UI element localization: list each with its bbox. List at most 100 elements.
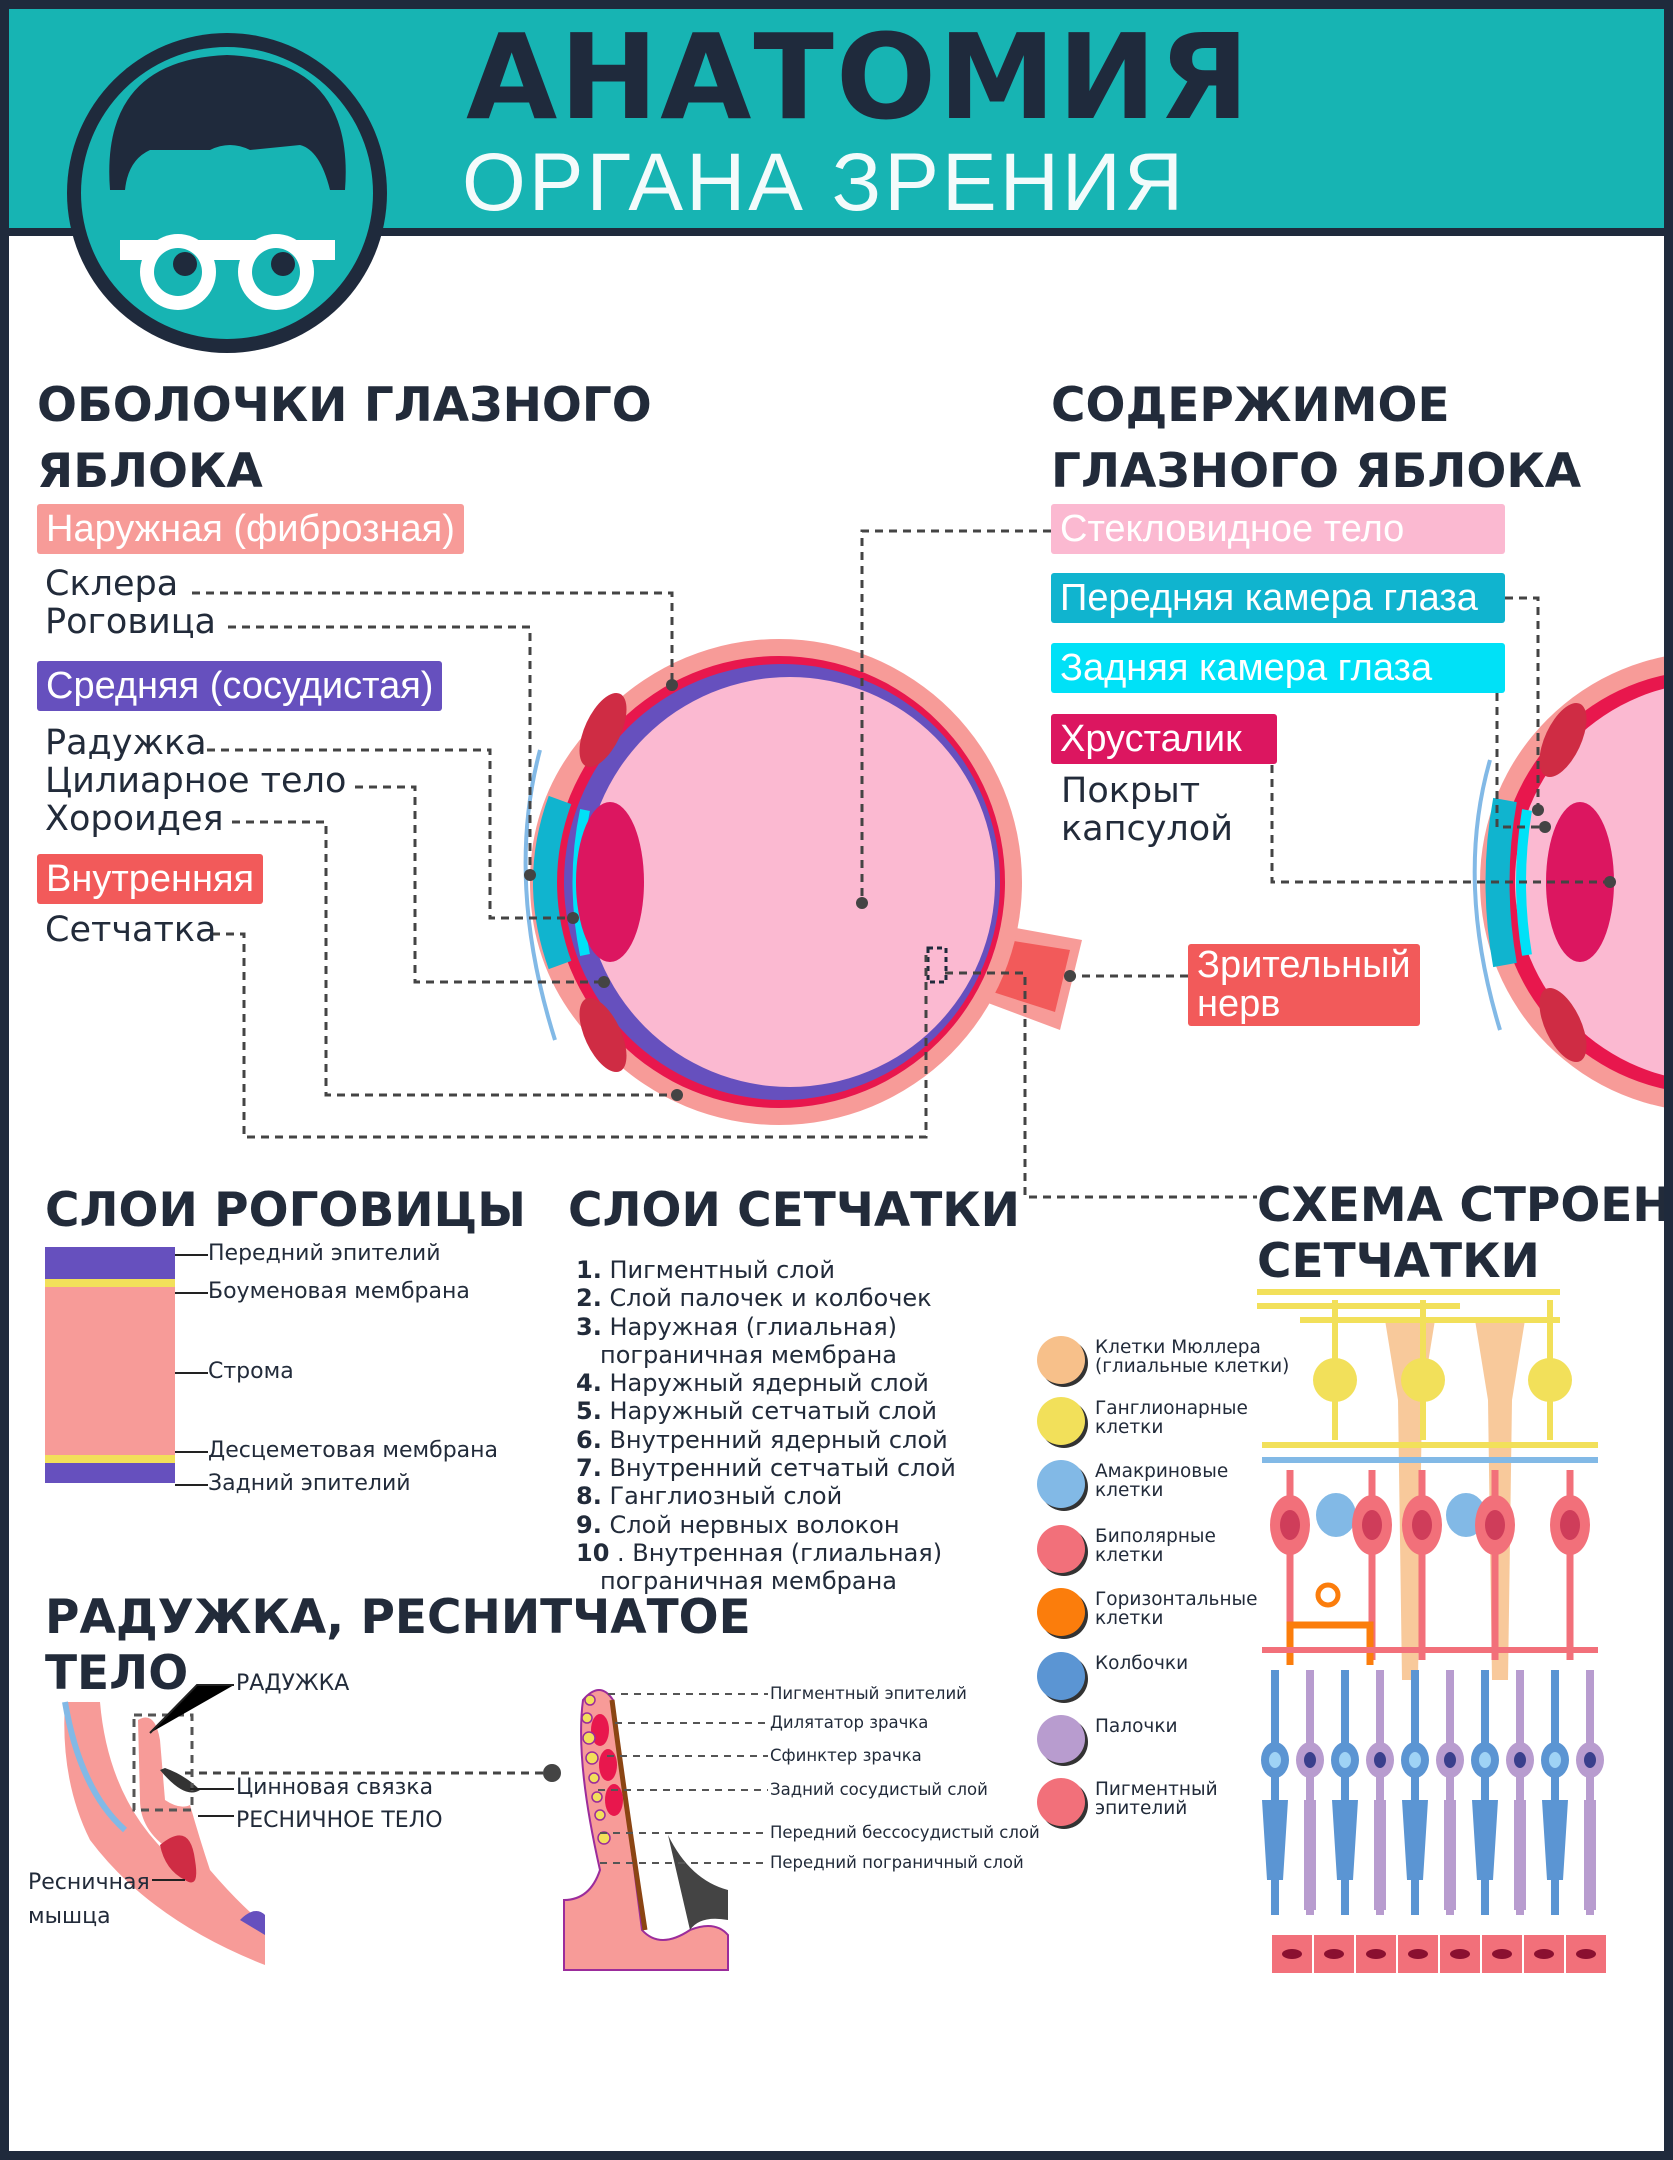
muller-cell — [1385, 1320, 1435, 1680]
cornea-layer: Задний эпителий — [208, 1471, 411, 1496]
pigment-nucleus — [1450, 1949, 1470, 1959]
legend-label: Горизонтальные — [1095, 1589, 1258, 1610]
cornea-layer: Десцеметовая мембрана — [208, 1438, 499, 1463]
retina-layer-item-cont: пограничная мембрана — [600, 1567, 897, 1596]
item-number: 2. — [576, 1284, 602, 1313]
legend-swatch — [1037, 1715, 1085, 1763]
title-line: СОДЕРЖИМОЕ — [1051, 378, 1450, 433]
item-number: 3. — [576, 1312, 602, 1341]
legend-label: клетки — [1095, 1608, 1164, 1629]
legend-swatch — [1037, 1652, 1085, 1700]
cone-outer-segment — [1472, 1800, 1498, 1880]
cornea-layer: Боуменовая мембрана — [208, 1279, 470, 1304]
retina-layer-item: 6. Внутренний ядерный слой — [576, 1426, 956, 1454]
title-line: ГЛАЗНОГО ЯБЛОКА — [1051, 444, 1582, 499]
cell-nucleus — [1444, 1752, 1456, 1768]
cornea-layers-title: СЛОИ РОГОВИЦЫ — [45, 1183, 526, 1238]
iris-layer: Дилятатор зрачка — [770, 1713, 929, 1732]
leader-lines — [185, 529, 1610, 1775]
item-number: 6. — [576, 1425, 602, 1454]
legend-item: Палочки — [1095, 1717, 1178, 1736]
cornea-layer: Передний эпителий — [208, 1241, 441, 1266]
item-text: Внутренний ядерный слой — [609, 1425, 948, 1454]
cone-outer-segment — [1262, 1800, 1288, 1880]
cornea-layers-diagram — [45, 1247, 208, 1486]
rod-outer-segment — [1444, 1800, 1456, 1910]
label-posterior-chamber: Задняя камера глаза — [1051, 643, 1505, 693]
iris-layer: Сфинктер зрачка — [770, 1746, 922, 1765]
legend-label: клетки — [1095, 1480, 1164, 1501]
item-text: Слой нервных волокон — [609, 1510, 900, 1539]
pigment-nucleus — [1492, 1949, 1512, 1959]
ganglion-cell — [1401, 1358, 1445, 1402]
item-text: Слой палочек и колбочек — [609, 1284, 932, 1313]
retina-layers-title: СЛОИ СЕТЧАТКИ — [568, 1183, 1021, 1238]
title-line: ОБОЛОЧКИ ГЛАЗНОГО — [37, 378, 652, 433]
retina-layer-item: 1. Пигментный слой — [576, 1256, 956, 1284]
rod-outer-segment — [1304, 1800, 1316, 1910]
ganglion-axons — [1257, 1289, 1560, 1323]
legend-label: клетки — [1095, 1417, 1164, 1438]
cell-nucleus — [1514, 1752, 1526, 1768]
retina-layer-item: 5. Наружный сетчатый слой — [576, 1397, 956, 1425]
pigment-nucleus — [1324, 1949, 1344, 1959]
legend-swatch — [1037, 1460, 1085, 1508]
legend-label: (глиальные клетки) — [1095, 1356, 1290, 1377]
legend-label: Пигментный — [1095, 1779, 1218, 1800]
bipolar-nucleus — [1362, 1510, 1382, 1540]
legend-swatch — [1037, 1778, 1085, 1826]
label-ciliary: Цилиарное тело — [45, 761, 347, 801]
legend-swatch — [1037, 1397, 1085, 1445]
ganglion-cell — [1528, 1358, 1572, 1402]
retina-layer-item: 9. Слой нервных волокон — [576, 1511, 956, 1539]
label-retina: Сетчатка — [45, 910, 217, 950]
retina-layer-item: 8. Ганглиозный слой — [576, 1482, 956, 1510]
label-middle: Средняя (сосудистая) — [37, 661, 443, 711]
iris-layer: Передний пограничный слой — [770, 1853, 1024, 1872]
label-outer: Наружная (фиброзная) — [37, 504, 464, 554]
bipolar-nucleus — [1412, 1510, 1432, 1540]
legend-label: Колбочки — [1095, 1653, 1189, 1674]
legend-item: Колбочки — [1095, 1654, 1188, 1673]
page-subtitle: ОРГАНА ЗРЕНИЯ — [462, 137, 1187, 228]
iris-layer: Задний сосудистый слой — [770, 1780, 988, 1799]
cell-nucleus — [1304, 1752, 1316, 1768]
bipolar-nucleus — [1280, 1510, 1300, 1540]
legend-swatches — [1037, 1336, 1088, 1829]
iris-detail-diagram — [563, 1689, 768, 1971]
title-line: СЕТЧАТКИ — [1257, 1234, 1540, 1289]
legend-label: Палочки — [1095, 1716, 1178, 1737]
item-text: Наружная (глиальная) — [609, 1312, 898, 1341]
rod-outer-segment — [1514, 1800, 1526, 1910]
horizontal-cell — [1286, 1621, 1374, 1665]
lens — [576, 802, 644, 962]
pigment-nucleus — [1576, 1949, 1596, 1959]
label-ciliary-body: РЕСНИЧНОЕ ТЕЛО — [236, 1808, 443, 1833]
page-title: АНАТОМИЯ — [466, 8, 1252, 146]
nerve-line: Зрительный — [1197, 944, 1411, 986]
pigment-nucleus — [1282, 1949, 1302, 1959]
pigment-nucleus — [1534, 1949, 1554, 1959]
cone-outer-segment — [1332, 1800, 1358, 1880]
title-line: СХЕМА СТРОЕНИЯ — [1257, 1178, 1673, 1233]
item-text: Наружный сетчатый слой — [609, 1397, 937, 1426]
bipolar-nucleus — [1560, 1510, 1580, 1540]
item-text: . Внутренная (глиальная) — [617, 1538, 943, 1567]
legend-label: Клетки Мюллера — [1095, 1337, 1261, 1358]
nerve-line: нерв — [1197, 983, 1281, 1025]
pigment-nucleus — [1408, 1949, 1428, 1959]
retina-scheme-diagram — [1257, 1289, 1606, 1973]
logo-nerd-icon — [67, 33, 387, 353]
capsule-line: Покрыт — [1061, 771, 1201, 811]
muscle-line: Ресничная — [28, 1870, 150, 1895]
item-text: Наружный ядерный слой — [609, 1369, 929, 1398]
legend-swatch — [1037, 1336, 1085, 1384]
legend-label: Амакриновые — [1095, 1461, 1229, 1482]
legend-swatch — [1037, 1525, 1085, 1573]
capsule-line: капсулой — [1061, 809, 1233, 849]
